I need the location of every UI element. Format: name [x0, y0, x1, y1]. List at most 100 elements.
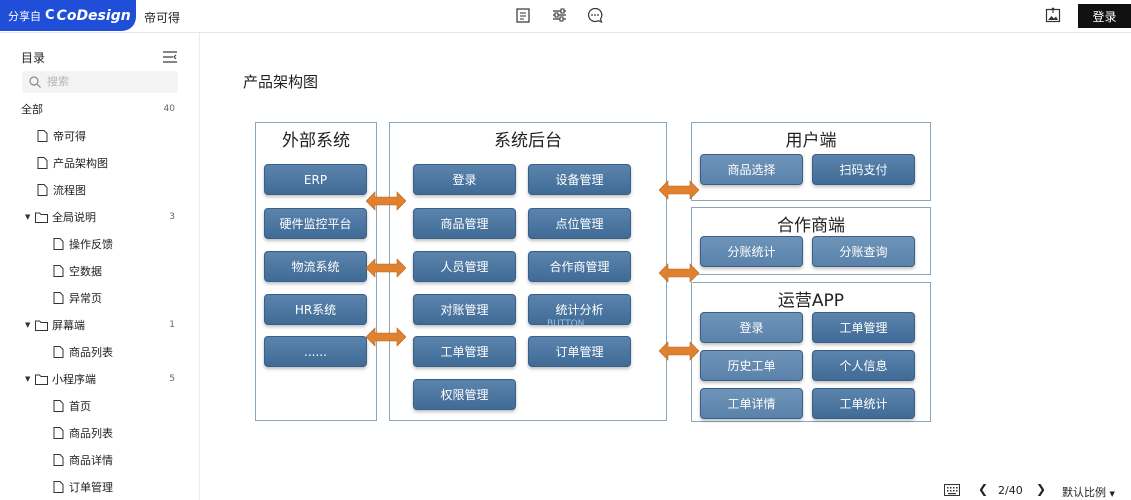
- document-icon: [53, 454, 64, 466]
- comment-icon[interactable]: [586, 6, 604, 24]
- tree-folder[interactable]: ▼ 小程序端 5: [0, 368, 190, 390]
- double-arrow-icon: [659, 263, 699, 283]
- tree-item-page[interactable]: 产品架构图: [0, 152, 190, 174]
- document-icon: [53, 346, 64, 358]
- ops-history-tickets[interactable]: 历史工单: [700, 350, 803, 381]
- external-logistics[interactable]: 物流系统: [264, 251, 367, 282]
- ghost-button-label: BUTTON: [547, 319, 585, 329]
- document-icon: [37, 130, 48, 142]
- panel-title: 合作商端: [777, 216, 845, 236]
- tree-item-label: 全部: [21, 103, 43, 116]
- keyboard-icon[interactable]: [944, 484, 960, 496]
- search-box[interactable]: [22, 71, 178, 93]
- zoom-label: 默认比例: [1062, 486, 1106, 499]
- backend-reconcile-mgmt[interactable]: 对账管理: [413, 294, 516, 325]
- panel-title: 运营APP: [777, 291, 845, 311]
- ops-ticket-mgmt[interactable]: 工单管理: [812, 312, 915, 343]
- brand-logo[interactable]: 分享自 C CoDesign: [0, 0, 136, 31]
- login-button[interactable]: 登录: [1078, 4, 1131, 28]
- tree-item-page[interactable]: 帝可得: [0, 125, 190, 147]
- tree-item-page[interactable]: 操作反馈: [0, 233, 190, 255]
- tree-item-label: 商品详情: [69, 454, 113, 467]
- tree-item-page[interactable]: 商品列表: [0, 422, 190, 444]
- page-title: 产品架构图: [243, 73, 319, 91]
- ops-profile[interactable]: 个人信息: [812, 350, 915, 381]
- backend-partner-mgmt[interactable]: 合作商管理: [528, 251, 631, 282]
- backend-order-mgmt[interactable]: 订单管理: [528, 336, 631, 367]
- settings-sliders-icon[interactable]: [550, 6, 568, 24]
- tree-item-label: 操作反馈: [69, 238, 113, 251]
- document-icon: [53, 427, 64, 439]
- top-bar: 分享自 C CoDesign 帝可得 登录: [0, 0, 1131, 33]
- zoom-select[interactable]: 默认比例 ▼: [1062, 484, 1115, 500]
- document-icon: [53, 265, 64, 277]
- external-hardware-monitor[interactable]: 硬件监控平台: [264, 208, 367, 239]
- caret-down-icon[interactable]: ▼: [25, 375, 31, 383]
- user-product-select[interactable]: 商品选择: [700, 154, 803, 185]
- tree-item-page[interactable]: 空数据: [0, 260, 190, 282]
- canvas-area: 产品架构图 外部系统 ERP 硬件监控平台 物流系统 HR系统 ...... 系…: [200, 33, 1131, 500]
- share-from-label: 分享自: [8, 9, 41, 23]
- ops-ticket-stats[interactable]: 工单统计: [812, 388, 915, 419]
- sidebar-title: 目录: [21, 51, 46, 65]
- architecture-diagram: 外部系统 ERP 硬件监控平台 物流系统 HR系统 ...... 系统后台 登录…: [200, 33, 1131, 500]
- tree-item-page[interactable]: 异常页: [0, 287, 190, 309]
- ops-login[interactable]: 登录: [700, 312, 803, 343]
- external-more[interactable]: ......: [264, 336, 367, 367]
- tree-folder[interactable]: ▼ 全局说明 3: [0, 206, 190, 228]
- panel-title: 外部系统: [282, 131, 350, 151]
- document-icon[interactable]: [514, 6, 532, 24]
- tree-item-count: 5: [169, 374, 175, 384]
- search-input[interactable]: [47, 76, 167, 88]
- backend-product-mgmt[interactable]: 商品管理: [413, 208, 516, 239]
- external-hr[interactable]: HR系统: [264, 294, 367, 325]
- caret-down-icon[interactable]: ▼: [25, 213, 31, 221]
- prev-page-icon[interactable]: ❮: [978, 482, 989, 496]
- tree-item-page[interactable]: 商品列表: [0, 341, 190, 363]
- backend-location-mgmt[interactable]: 点位管理: [528, 208, 631, 239]
- export-image-icon[interactable]: [1045, 7, 1063, 25]
- tree-item-label: 流程图: [53, 184, 86, 197]
- partner-split-stats[interactable]: 分账统计: [700, 236, 803, 267]
- tree-item-label: 帝可得: [53, 130, 86, 143]
- external-erp[interactable]: ERP: [264, 164, 367, 195]
- ops-ticket-detail[interactable]: 工单详情: [700, 388, 803, 419]
- double-arrow-icon: [366, 327, 406, 347]
- caret-down-icon[interactable]: ▼: [25, 321, 31, 329]
- backend-staff-mgmt[interactable]: 人员管理: [413, 251, 516, 282]
- tree-item-page[interactable]: 首页: [0, 395, 190, 417]
- folder-icon: [35, 374, 48, 385]
- tree-item-page[interactable]: 流程图: [0, 179, 190, 201]
- partner-split-query[interactable]: 分账查询: [812, 236, 915, 267]
- directory-sidebar: 目录 全部 40 帝可得 产品架构图 流程图 ▼ 全局说明 3 操作反馈 空数据: [0, 33, 200, 500]
- backend-ticket-mgmt[interactable]: 工单管理: [413, 336, 516, 367]
- tree-item-label: 产品架构图: [53, 157, 108, 170]
- double-arrow-icon: [366, 191, 406, 211]
- project-name: 帝可得: [144, 11, 181, 25]
- document-icon: [37, 157, 48, 169]
- tree-item-label: 全局说明: [52, 211, 96, 224]
- tree-item-label: 异常页: [69, 292, 102, 305]
- double-arrow-icon: [366, 258, 406, 278]
- panel-title: 系统后台: [494, 131, 562, 151]
- next-page-icon[interactable]: ❯: [1036, 482, 1047, 496]
- backend-device-mgmt[interactable]: 设备管理: [528, 164, 631, 195]
- document-icon: [53, 400, 64, 412]
- document-icon: [37, 184, 48, 196]
- tree-item-all[interactable]: 全部 40: [0, 98, 190, 120]
- tree-item-page[interactable]: 商品详情: [0, 449, 190, 471]
- tree-item-count: 1: [169, 320, 175, 330]
- codesign-logo-text: CoDesign: [56, 7, 131, 24]
- backend-statistics[interactable]: 统计分析: [528, 294, 631, 325]
- tree-item-label: 空数据: [69, 265, 102, 278]
- folder-icon: [35, 320, 48, 331]
- tree-item-label: 订单管理: [69, 481, 113, 494]
- tree-folder[interactable]: ▼ 屏幕端 1: [0, 314, 190, 336]
- backend-permission-mgmt[interactable]: 权限管理: [413, 379, 516, 410]
- document-icon: [53, 481, 64, 493]
- user-scan-pay[interactable]: 扫码支付: [812, 154, 915, 185]
- double-arrow-icon: [659, 180, 699, 200]
- collapse-sidebar-icon[interactable]: [163, 48, 177, 63]
- backend-login[interactable]: 登录: [413, 164, 516, 195]
- tree-item-page[interactable]: 订单管理: [0, 476, 190, 498]
